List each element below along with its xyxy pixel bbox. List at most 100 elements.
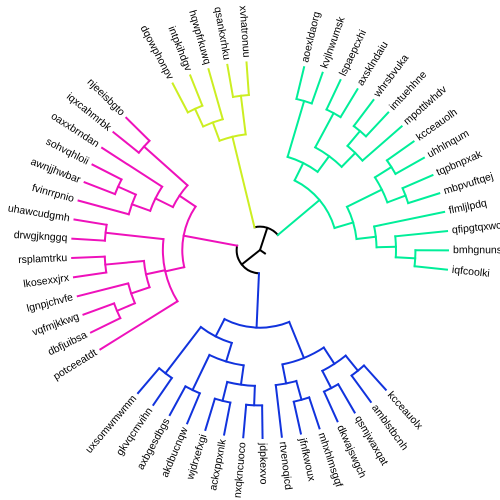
branch-63: [178, 194, 197, 208]
branch-7: [355, 235, 377, 241]
branch-33: [361, 124, 404, 162]
branch-27: [293, 161, 305, 182]
junction-64: [171, 183, 189, 209]
branch-44: [310, 71, 324, 105]
leaf-label: rtvenoqicd: [277, 441, 295, 491]
junction-4: [293, 179, 336, 230]
leaf-label: jfnfkwoux: [296, 436, 318, 483]
branch-19: [386, 194, 407, 204]
branch-84: [71, 237, 106, 242]
leaf-label: lkosexxjrx: [23, 272, 71, 291]
branch-78: [77, 199, 131, 216]
branch-109: [191, 353, 211, 392]
junction-139: [350, 364, 366, 377]
branch-52: [211, 121, 221, 142]
branch-98: [98, 299, 179, 351]
branch-3: [276, 198, 321, 237]
branch-1: [258, 226, 269, 252]
branch-81: [104, 231, 165, 241]
branch-103: [163, 325, 203, 375]
branch-31: [340, 151, 357, 169]
branch-40: [339, 87, 359, 119]
branch-41: [325, 78, 342, 111]
branch-21: [406, 192, 441, 205]
junction-124: [281, 346, 326, 366]
branch-106: [151, 376, 174, 407]
junction-133: [320, 354, 348, 373]
junction-6: [345, 205, 358, 241]
branch-99: [255, 272, 261, 329]
leaf-label: aoexldaorg: [299, 10, 323, 63]
branch-23: [373, 165, 393, 179]
branch-90: [72, 271, 108, 279]
branch-128: [295, 379, 303, 401]
branch-85: [144, 269, 167, 276]
junction-60: [235, 244, 261, 275]
branch-36: [364, 111, 390, 138]
dendrogram-branches: [71, 61, 450, 439]
leaf-label: nxqkncuoco: [232, 442, 249, 499]
leaf-label: rsplamtrku: [18, 252, 68, 266]
branch-61: [182, 234, 239, 247]
branch-54: [207, 67, 225, 121]
branch-118: [222, 401, 232, 436]
leaf-label: lgnpjchvfe: [26, 291, 75, 314]
branch-117: [204, 397, 217, 432]
branch-5: [333, 221, 355, 230]
junction-135: [322, 382, 340, 393]
branch-141: [362, 364, 388, 392]
junction-28: [286, 155, 320, 174]
branch-29: [316, 154, 331, 174]
root-stub: [258, 248, 267, 255]
leaf-labels: iqfcoolkibmhgnunsuqfipgtqxwcflmljlpdqmbp…: [7, 5, 500, 498]
leaf-label: qsankxrhku: [211, 6, 232, 61]
leaf-label: jdpkexvo: [257, 442, 270, 485]
branch-94: [115, 301, 137, 313]
leaf-label: iqfcoolki: [451, 264, 490, 280]
branch-97: [89, 316, 122, 334]
junction-104: [157, 366, 174, 380]
branch-15: [394, 229, 449, 238]
branch-17: [345, 188, 384, 209]
branch-65: [142, 145, 189, 187]
branch-113: [239, 364, 245, 386]
branch-55: [193, 107, 205, 128]
junction-88: [103, 255, 108, 274]
branch-91: [129, 285, 151, 295]
leaf-label: flmljlpdq: [448, 197, 488, 217]
branch-123: [287, 320, 306, 360]
leaf-label: fvinrrpnio: [31, 182, 76, 205]
branch-83: [73, 218, 108, 226]
branch-68: [112, 130, 141, 155]
branch-76: [91, 163, 123, 181]
branch-38: [313, 111, 335, 149]
branch-22: [401, 173, 434, 190]
branch-89: [71, 255, 106, 260]
junction-39: [325, 108, 342, 119]
branch-96: [82, 302, 116, 316]
leaf-label: bmhgnunsu: [453, 244, 500, 256]
branch-137: [336, 382, 356, 414]
branch-50: [245, 61, 250, 97]
branch-119: [253, 384, 256, 407]
leaf-label: uhawcudgmh: [7, 202, 71, 224]
branch-79: [164, 265, 186, 273]
branch-131: [307, 396, 321, 430]
branch-46: [231, 135, 256, 229]
branch-112: [185, 391, 202, 425]
branch-69: [154, 197, 175, 209]
branch-134: [320, 369, 333, 390]
branch-105: [136, 366, 161, 395]
branch-107: [224, 341, 234, 363]
branch-111: [168, 385, 187, 417]
branch-115: [221, 380, 229, 403]
branch-125: [281, 363, 288, 385]
branch-59: [240, 248, 262, 266]
branch-101: [214, 317, 226, 338]
branch-58: [171, 82, 190, 114]
junction-24: [385, 158, 397, 176]
junction-12: [413, 249, 417, 268]
leaf-label: xvhatronuu: [237, 5, 253, 58]
branch-34: [346, 129, 362, 148]
branch-48: [239, 94, 247, 136]
